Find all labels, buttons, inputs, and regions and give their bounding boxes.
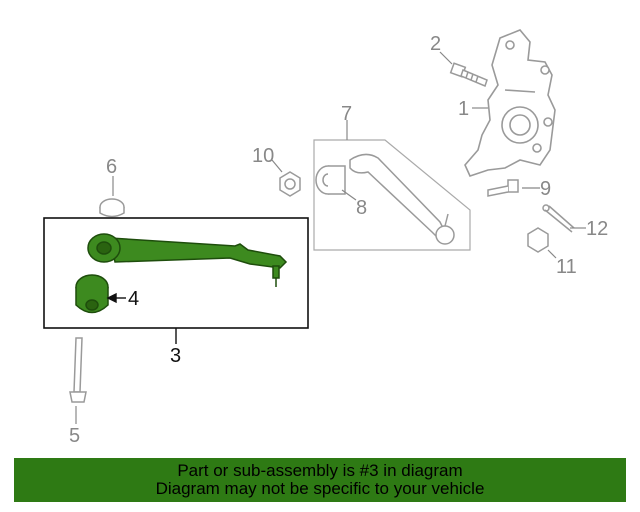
lower-control-arm-assembly-3[interactable] <box>43 217 309 329</box>
callout-10: 10 <box>252 145 274 167</box>
steering-knuckle-part[interactable] <box>464 29 556 177</box>
nut-part-6[interactable] <box>99 198 125 218</box>
banner-line-2: Diagram may not be specific to your vehi… <box>155 479 485 498</box>
banner-line-1: Part or sub-assembly is #3 in diagram <box>177 461 463 480</box>
leader-lines <box>75 51 586 424</box>
nut-part-10[interactable] <box>279 171 301 197</box>
bolt-part-2[interactable] <box>449 62 488 88</box>
diagram-notice-banner: Part or sub-assembly is #3 in diagram Di… <box>14 458 626 502</box>
leader-lines-dark <box>106 292 177 344</box>
callout-11: 11 <box>556 256 577 278</box>
callout-5: 5 <box>69 425 80 447</box>
callout-6: 6 <box>106 156 117 178</box>
bolt-part-5[interactable] <box>69 337 87 403</box>
cotter-pin-part-12[interactable] <box>542 204 575 233</box>
callout-3: 3 <box>170 345 181 367</box>
callout-1: 1 <box>458 98 469 120</box>
control-arm-group-7[interactable] <box>313 139 471 251</box>
callout-4: 4 <box>128 288 139 310</box>
callout-7: 7 <box>341 103 352 125</box>
callout-2: 2 <box>430 33 441 55</box>
callout-9: 9 <box>540 178 551 200</box>
nut-part-11[interactable] <box>527 227 549 253</box>
callout-12: 12 <box>586 218 608 240</box>
bolt-part-9[interactable] <box>487 179 519 197</box>
callout-8: 8 <box>356 197 367 219</box>
